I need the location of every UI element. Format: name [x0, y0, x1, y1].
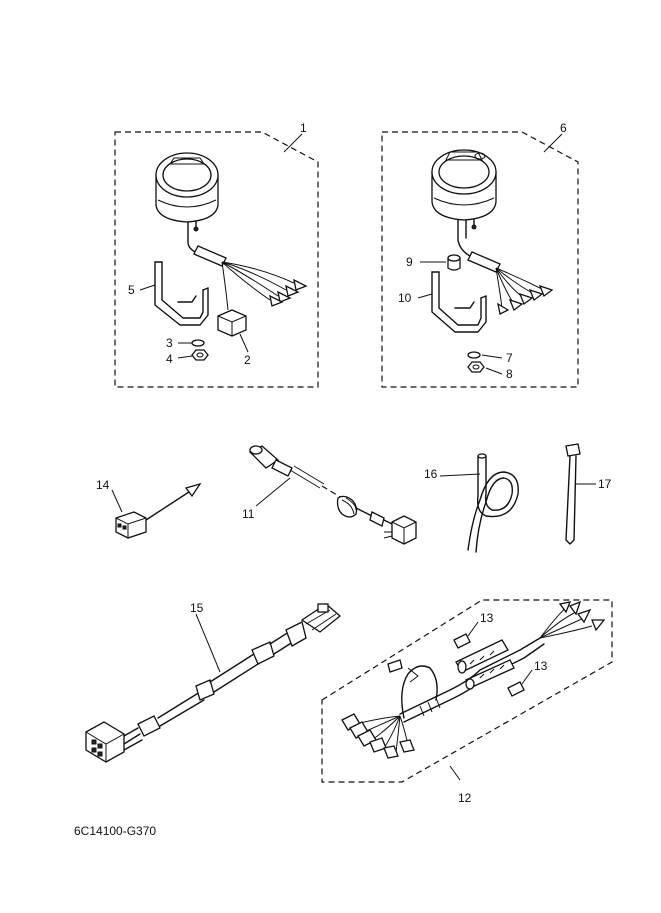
callout-12: 12 — [458, 791, 472, 805]
kit-group-1: 1 5 3 4 2 — [114, 121, 319, 388]
part-10-bracket — [431, 271, 487, 333]
gauge-1 — [155, 152, 219, 232]
kit-group-12: 13 13 12 — [321, 599, 613, 805]
callout-13-b: 13 — [534, 659, 548, 673]
part-17-cable-tie: 17 — [565, 443, 612, 545]
callout-10: 10 — [398, 291, 412, 305]
callout-15: 15 — [190, 601, 204, 615]
callout-17: 17 — [598, 477, 612, 491]
part-3-washer — [191, 339, 205, 347]
part-11-sensor-cable: 11 — [242, 445, 417, 545]
callout-3: 3 — [166, 336, 173, 350]
part-16-hose: 16 — [424, 453, 519, 553]
callout-5: 5 — [128, 283, 135, 297]
callout-14: 14 — [96, 478, 110, 492]
diagram-code: 6C14100-G370 — [74, 824, 156, 838]
callout-7: 7 — [506, 351, 513, 365]
callout-11: 11 — [242, 507, 255, 521]
kit-1-dashed-border — [114, 131, 319, 388]
wire-leads-6 — [495, 267, 554, 315]
part-13-terminal-a — [453, 621, 479, 649]
part-7-washer — [467, 351, 481, 359]
callout-2: 2 — [244, 353, 251, 367]
callout-9: 9 — [406, 255, 413, 269]
callout-8: 8 — [506, 367, 513, 381]
callout-16: 16 — [424, 467, 438, 481]
part-5-bracket — [154, 261, 209, 326]
callout-1: 1 — [300, 121, 307, 135]
kit-group-6: 6 9 10 7 8 — [381, 121, 579, 388]
wire-leads-1 — [221, 261, 308, 311]
part-8-nut — [467, 361, 485, 373]
callout-13-a: 13 — [480, 611, 494, 625]
callout-6: 6 — [560, 121, 567, 135]
part-2-connector — [217, 309, 247, 337]
part-14-connector: 14 — [96, 478, 202, 539]
gauge-6 — [431, 149, 497, 230]
part-13-terminal-b — [507, 669, 533, 697]
part-4-nut — [191, 349, 209, 361]
part-15-extension-harness: 15 — [85, 601, 342, 763]
callout-4: 4 — [166, 352, 173, 366]
part-9-cap — [447, 254, 461, 271]
harness-12-terminals — [341, 659, 415, 759]
kit-12-dashed-border — [321, 599, 613, 783]
